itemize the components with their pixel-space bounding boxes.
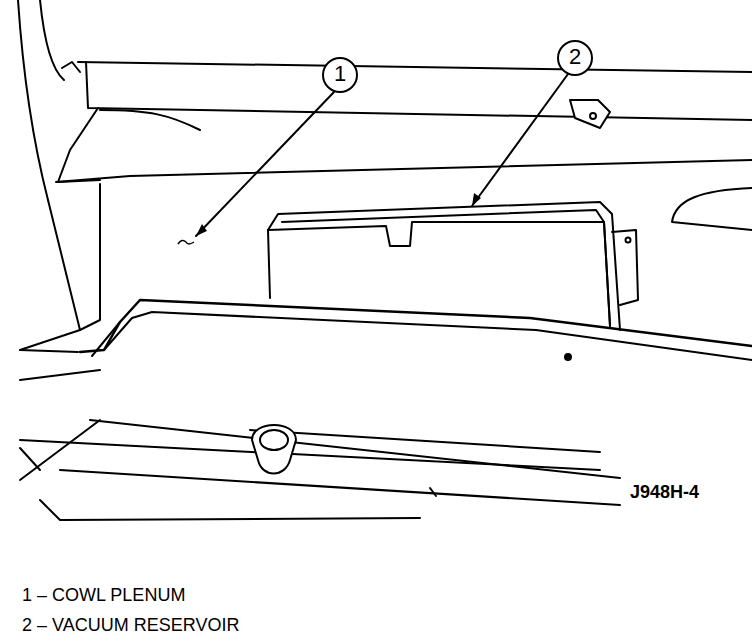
figure-code: J948H-4 (630, 482, 699, 504)
key-entry: 1 – COWL PLENUM (22, 585, 185, 607)
callout-number: 1 (323, 61, 357, 87)
key-entry: 2 – VACUUM RESERVOIR (22, 615, 239, 637)
callout-number: 2 (558, 44, 592, 70)
